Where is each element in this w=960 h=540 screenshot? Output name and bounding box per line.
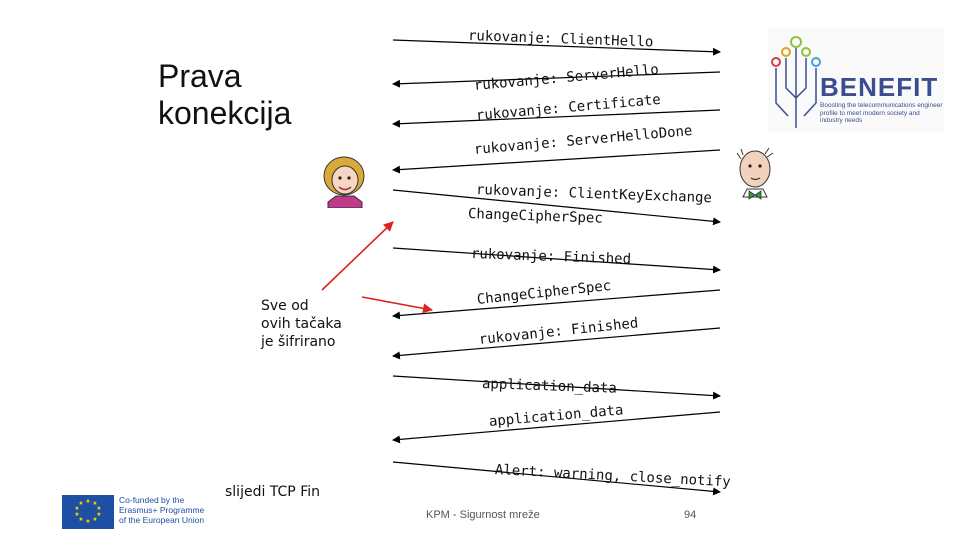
svg-text:★: ★ <box>85 498 90 505</box>
message-arrow <box>392 375 721 400</box>
message-arrow <box>392 327 721 360</box>
encryption-note: Sve od ovih tačaka je šifrirano <box>261 297 381 351</box>
message-arrow <box>392 39 721 56</box>
message-arrow <box>392 247 721 274</box>
message-arrow <box>392 71 721 88</box>
slide-title-line-1: Prava <box>158 58 242 94</box>
slide-title: Prava konekcija <box>158 58 291 132</box>
encryption-note-line-3: je šifrirano <box>261 334 336 350</box>
eu-flag-icon: ★ ★ ★ ★ ★ ★ ★ ★ ★ ★ <box>62 495 114 529</box>
encryption-pointer-arrow <box>321 221 394 291</box>
eu-cofunded-text: Co-funded by the Erasmus+ Programme of t… <box>119 495 204 525</box>
server-person-icon <box>736 147 774 200</box>
benefit-logo: BENEFIT Boosting the telecommunications … <box>768 28 944 132</box>
encryption-pointer-arrow-2 <box>361 296 433 314</box>
svg-text:★: ★ <box>74 511 79 518</box>
svg-text:★: ★ <box>92 516 97 523</box>
message-arrow <box>392 411 721 444</box>
footer-page-number: 94 <box>684 509 697 521</box>
svg-text:★: ★ <box>92 500 97 507</box>
tcp-fin-note: slijedi TCP Fin <box>225 484 320 500</box>
footer-course: KPM - Sigurnost mreže <box>426 509 540 521</box>
message-arrow <box>392 149 721 174</box>
eu-text-line-3: of the European Union <box>119 515 205 525</box>
message-arrow <box>392 189 721 226</box>
benefit-wordmark: BENEFIT <box>820 72 939 102</box>
svg-text:★: ★ <box>85 518 90 525</box>
benefit-logo-icon <box>771 36 821 128</box>
message-arrow <box>392 461 721 496</box>
eu-text-line-2: Erasmus+ Programme <box>119 505 205 515</box>
eu-text-line-1: Co-funded by the <box>119 495 185 505</box>
message-arrow <box>392 109 721 128</box>
svg-text:★: ★ <box>78 500 83 507</box>
svg-text:★: ★ <box>78 516 83 523</box>
eu-cofunded-logo: ★ ★ ★ ★ ★ ★ ★ ★ ★ ★ Co-funded by the Era… <box>62 495 230 531</box>
benefit-tagline: Boosting the telecommunications engineer… <box>820 102 943 124</box>
encryption-note-line-2: ovih tačaka <box>261 316 342 332</box>
client-person-icon <box>323 156 365 208</box>
svg-text:★: ★ <box>74 505 79 512</box>
svg-text:★: ★ <box>96 505 101 512</box>
encryption-note-line-1: Sve od <box>261 298 309 314</box>
svg-text:★: ★ <box>96 511 101 518</box>
slide-title-line-2: konekcija <box>158 95 292 131</box>
message-arrow <box>392 289 721 320</box>
